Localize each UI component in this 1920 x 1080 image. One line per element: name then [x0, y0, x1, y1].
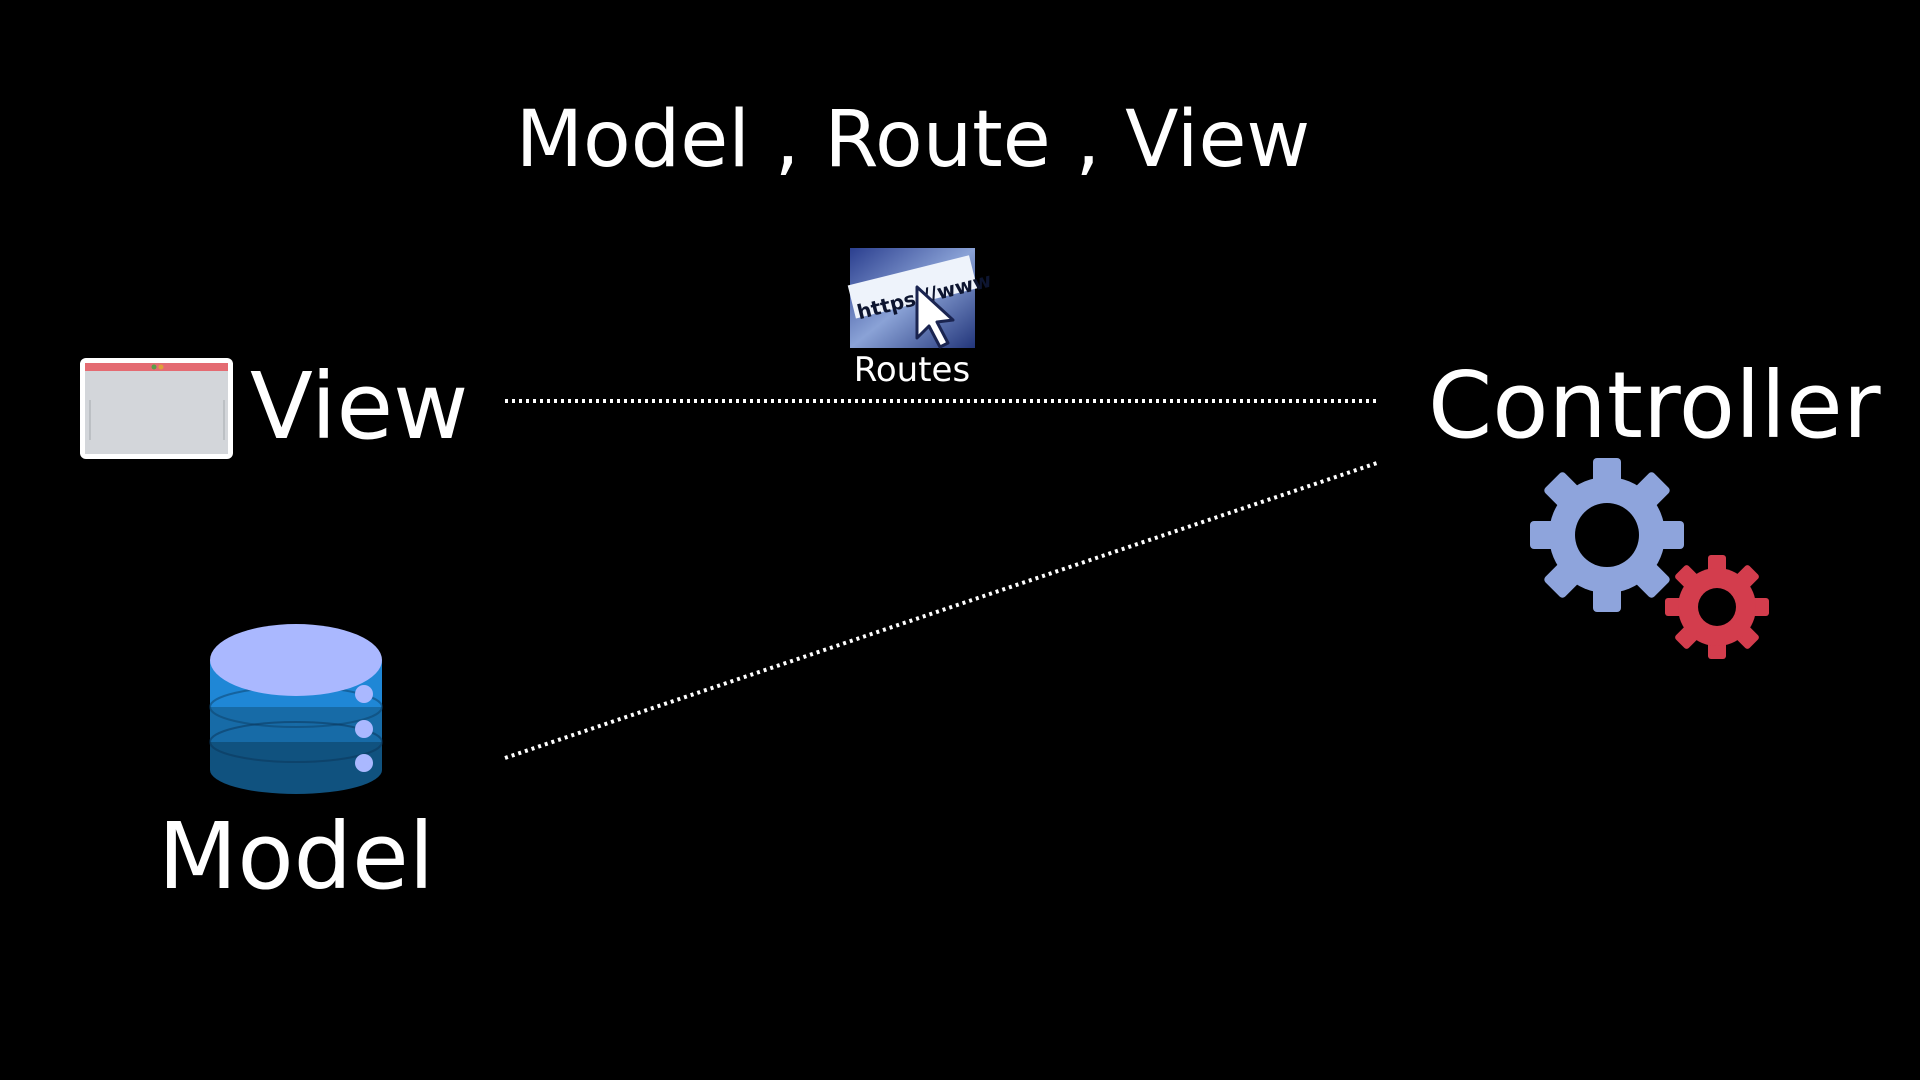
large-gear: [1530, 458, 1684, 612]
database-icon: [209, 624, 383, 794]
url-cursor-icon: https://www: [847, 248, 994, 349]
controller-label: Controller: [1428, 352, 1881, 459]
gears-icon: [1530, 458, 1769, 659]
browser-window-icon: [80, 358, 233, 459]
routes-label: Routes: [853, 350, 971, 390]
diagram-title: Model , Route , View: [515, 95, 1311, 185]
small-gear: [1665, 555, 1769, 659]
model-label: Model: [158, 803, 435, 910]
view-label: View: [250, 353, 469, 460]
model-controller-connector: [504, 460, 1381, 760]
